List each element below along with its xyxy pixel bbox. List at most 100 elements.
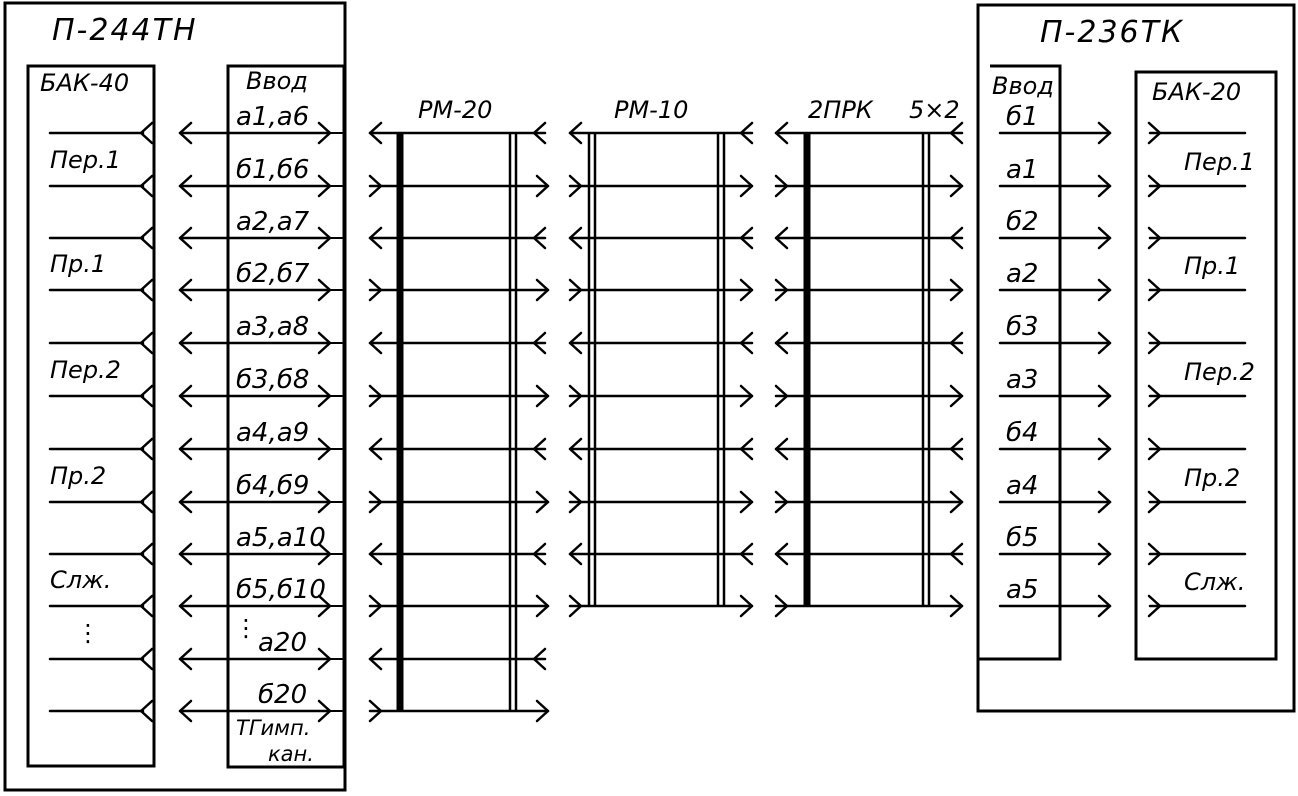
left-input-row-label: б5,б10: [236, 575, 326, 605]
right-block-row-label: Слж.: [1184, 568, 1245, 596]
left-block-connector: [139, 490, 154, 514]
cable-arrow-head: [774, 331, 789, 355]
right-input-row-label: а5: [1006, 575, 1038, 605]
right-input-frame: [978, 64, 1062, 661]
cable-connector: [368, 278, 383, 302]
cable-arrow-head: [535, 278, 550, 302]
cable-connector: [532, 647, 547, 671]
cable-arrow-head: [774, 437, 789, 461]
double-arrow-left-head: [178, 384, 193, 408]
right-input-row-label: б5: [1006, 523, 1039, 553]
left-block-row-label: Слж.: [50, 566, 111, 594]
left-input-footer-1: ТГимп.: [236, 716, 310, 740]
left-input-footer-2: кан.: [268, 742, 314, 766]
cable-connector: [949, 437, 964, 461]
cable-arrow-head: [949, 174, 964, 198]
left-block-row-label: Пр.1: [50, 250, 106, 278]
left-input-row-label: а20: [258, 628, 307, 658]
cable-arrow-head: [949, 278, 964, 302]
cable-connector: [368, 594, 383, 618]
cable-connector: [949, 542, 964, 566]
cable-arrow-head: [739, 384, 754, 408]
right-block-frame: [1134, 70, 1278, 661]
cable-arrow-head: [568, 331, 583, 355]
cable-connector: [739, 331, 754, 355]
rm20-label: РМ-20: [418, 96, 492, 124]
left-block-connector: [139, 437, 154, 461]
cable-arrow-head: [535, 490, 550, 514]
cable-arrow-head: [568, 121, 583, 145]
right-arrow-head: [1097, 384, 1112, 408]
left-input-row-label: б1,б6: [236, 155, 309, 185]
left-input-row-label: а3,а8: [236, 312, 309, 342]
cable-connector: [368, 384, 383, 408]
cable-arrow-head: [368, 331, 383, 355]
left-input-frame: [226, 64, 346, 769]
cable-connector: [568, 278, 583, 302]
cable-arrow-head: [739, 594, 754, 618]
cable-arrow-head: [568, 542, 583, 566]
cable-arrow-head: [368, 647, 383, 671]
left-input-row-label: а4,а9: [236, 418, 309, 448]
left-block-row-label: Пер.2: [50, 356, 121, 384]
cable-connector: [368, 699, 383, 723]
left-input-label: Ввод: [246, 67, 308, 95]
right-input-row-label: б2: [1006, 207, 1039, 237]
left-block-row-label: ⋮: [76, 619, 100, 647]
cable-connector: [532, 121, 547, 145]
cable-connector: [774, 384, 789, 408]
cable-arrow-head: [739, 278, 754, 302]
double-arrow-left-head: [178, 174, 193, 198]
right-block-row-label: Пр.2: [1184, 464, 1240, 492]
left-device-title: П-244ТН: [52, 13, 198, 48]
cable-arrow-head: [535, 594, 550, 618]
right-input-row-label: а4: [1006, 471, 1038, 501]
right-arrow-head: [1097, 542, 1112, 566]
right-arrow-head: [1097, 226, 1112, 250]
cable-arrow-head: [949, 384, 964, 408]
cable-arrow-head: [568, 437, 583, 461]
right-input-row-label: б1: [1006, 102, 1039, 132]
cable-arrow-head: [739, 490, 754, 514]
double-arrow-left-head: [178, 121, 193, 145]
cable-connector: [568, 490, 583, 514]
double-arrow-left-head: [178, 542, 193, 566]
cable-arrow-head: [949, 490, 964, 514]
cable-connector: [568, 594, 583, 618]
left-input-row-label: а1,а6: [236, 102, 309, 132]
double-arrow-left-head: [178, 331, 193, 355]
left-block-connector: [139, 647, 154, 671]
cable-connector: [568, 384, 583, 408]
right-input-row-label: а2: [1006, 259, 1038, 289]
cable-connector: [532, 437, 547, 461]
right-arrow-head: [1097, 121, 1112, 145]
cable-connector: [739, 542, 754, 566]
rm10-label: РМ-10: [614, 96, 688, 124]
right-block-row-label: Пер.1: [1184, 148, 1255, 176]
left-block-connector: [139, 226, 154, 250]
right-block-label: БАК-20: [1152, 78, 1241, 106]
cable-connector: [949, 331, 964, 355]
left-block-row-label: Пр.2: [50, 462, 106, 490]
cable-arrow-head: [535, 699, 550, 723]
cable-connector: [739, 121, 754, 145]
left-block-connector: [139, 174, 154, 198]
cable-connector: [774, 594, 789, 618]
cable-arrow-head: [774, 226, 789, 250]
left-input-row-label: а2,а7: [236, 207, 310, 237]
cable-connector: [739, 437, 754, 461]
left-input-row-label: б4,б9: [236, 471, 309, 501]
double-arrow-left-head: [178, 226, 193, 250]
prk-label: 2ПРК: [808, 96, 874, 124]
cable-arrow-head: [368, 437, 383, 461]
double-arrow-left-head: [178, 699, 193, 723]
left-input-row-label: б2,б7: [236, 259, 310, 289]
right-arrow-head: [1097, 490, 1112, 514]
cable-arrow-head: [535, 174, 550, 198]
cable-connector: [532, 226, 547, 250]
cable-connector: [739, 226, 754, 250]
left-input-labels: а1,а6б1,б6а2,а7б2,б7а3,а8б3,б8а4,а9б4,б9…: [236, 102, 326, 710]
